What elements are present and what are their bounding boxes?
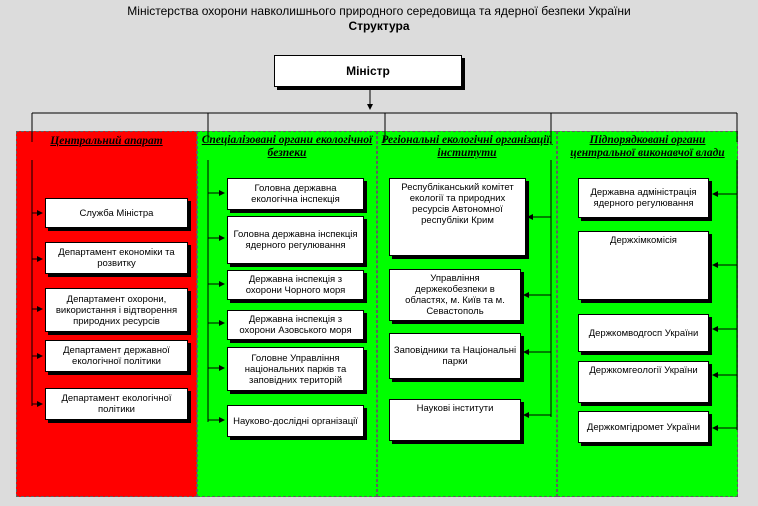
page-title: Міністерства охорони навколишнього приро… — [127, 4, 631, 18]
column-central-title: Центральний апарат — [50, 135, 163, 147]
org-box: Служба Міністра — [45, 198, 188, 228]
org-box: Державна адміністрація ядерного регулюва… — [578, 178, 709, 218]
org-box: Республіканський комітет екології та при… — [389, 178, 526, 256]
org-box: Департамент охорони, використання і відт… — [45, 288, 188, 332]
page-subtitle: Структура — [348, 19, 410, 33]
org-box: Управління держекобезпеки в областях, м.… — [389, 269, 521, 321]
column-specialized-title: Спеціалізовані органи екологічної безпек… — [201, 134, 373, 159]
org-box: Наукові інститути — [389, 399, 521, 441]
org-box: Держкомводгосп України — [578, 314, 709, 352]
org-box: Заповідники та Національні парки — [389, 333, 521, 379]
org-box: Держкомгеології України — [578, 361, 709, 403]
minister-box: Міністр — [274, 55, 462, 87]
column-regional-title: Регіональні екологічні організації, інст… — [381, 134, 553, 159]
column-subordinate-title: Підпорядковані органи центральної викона… — [570, 134, 725, 159]
org-box: Головне Управління національних парків т… — [227, 347, 364, 391]
org-box: Державна інспекція з охорони Чорного мор… — [227, 270, 364, 300]
org-box: Держкомгідромет України — [578, 411, 709, 443]
org-box: Державна інспекція з охорони Азовського … — [227, 310, 364, 340]
org-box: Департамент екологічної політики — [45, 388, 188, 420]
org-box: Головна державна екологічна інспекція — [227, 178, 364, 210]
org-box: Департамент економіки та розвитку — [45, 242, 188, 274]
org-box: Головна державна інспекція ядерного регу… — [227, 216, 364, 264]
org-box: Держхімкомісія — [578, 231, 709, 300]
org-box: Департамент державної екологічної політи… — [45, 340, 188, 372]
org-box: Науково-дослідні організації — [227, 405, 364, 437]
